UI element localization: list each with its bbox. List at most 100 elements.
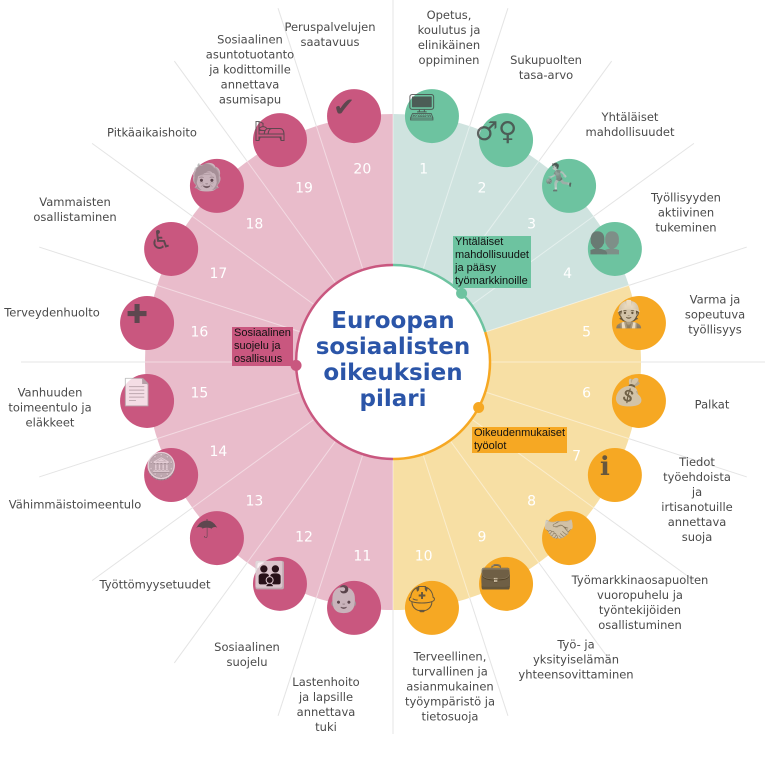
divider-line	[628, 438, 747, 478]
divider-line	[277, 8, 317, 127]
inner-divider-line	[246, 161, 337, 284]
divider-line	[593, 142, 695, 217]
principle-number: 16	[190, 324, 208, 340]
principle-number: 17	[209, 266, 227, 282]
divider-line	[628, 246, 747, 286]
principle-label-7: Tiedot työehdoista ja irtisanotuille ann…	[661, 455, 733, 544]
diagram-title: Euroopan sosiaalisten oikeuksien pilari	[315, 308, 471, 412]
section-label-equal-opportunities: Yhtäläiset mahdollisuudet ja pääsy työma…	[453, 236, 531, 288]
principle-circle-1	[404, 89, 459, 144]
principle-circle-17	[144, 221, 199, 276]
principle-label-2: Sukupuolten tasa-arvo	[510, 53, 582, 82]
divider-line	[173, 562, 248, 664]
principle-number: 13	[245, 494, 263, 510]
principle-label-17: Vammaisten osallistaminen	[33, 195, 117, 224]
principle-circle-20	[327, 89, 382, 144]
principle-number: 4	[563, 266, 572, 282]
principle-label-18: Pitkäaikaishoito	[107, 125, 197, 140]
inner-divider-line	[422, 125, 471, 270]
hand-check-icon: ✔	[333, 93, 355, 124]
section-dot	[473, 402, 485, 414]
family-hand-icon: 👪	[253, 560, 287, 591]
section-dot	[456, 287, 468, 299]
inner-divider-line	[192, 215, 315, 306]
divider-line	[39, 246, 158, 286]
inner-divider-line	[315, 454, 364, 599]
safety-worker-icon: ⛑	[405, 584, 439, 615]
principle-label-3: Yhtäläiset mahdollisuudet	[585, 110, 675, 139]
principle-number: 15	[190, 386, 208, 402]
inner-divider-line	[246, 440, 337, 563]
gender-equality-icon: ♂♀	[474, 117, 518, 148]
principle-circle-3	[542, 158, 597, 213]
principle-label-1: Opetus, koulutus ja elinikäinen oppimine…	[417, 8, 481, 67]
coins-growth-icon: 💰	[612, 377, 646, 408]
principle-number: 3	[527, 216, 536, 232]
principle-label-8: Työmarkkinaosapuolten vuoropuhelu ja työ…	[571, 573, 709, 632]
principle-label-15: Vanhuuden toimeentulo ja eläkkeet	[8, 385, 92, 430]
helping-up-stairs-icon: ⛹	[542, 162, 576, 193]
principle-label-13: Työttömyysetuudet	[99, 577, 211, 592]
principle-circle-2	[479, 113, 534, 168]
inner-divider-line	[422, 454, 471, 599]
divider-line	[277, 597, 317, 716]
graduation-screen-icon: 🖥	[405, 93, 439, 124]
principle-label-5: Varma ja sopeutuva työllisyys	[684, 292, 746, 337]
principle-number: 9	[478, 530, 487, 546]
divider-line	[173, 60, 248, 162]
hand-coins-icon: 🪙	[144, 452, 178, 483]
presentation-icon: 👥	[588, 225, 622, 256]
section-label-text: Yhtäläiset mahdollisuudet ja pääsy työma…	[453, 236, 531, 288]
principle-number: 12	[295, 530, 313, 546]
section-label-social-protection: Sosiaalinen suojelu ja osallisuus	[232, 327, 293, 366]
principle-circle-13	[189, 511, 244, 566]
divider-line	[91, 507, 193, 582]
section-dot	[290, 359, 302, 371]
elderly-care-icon: 🧓	[190, 162, 224, 193]
principle-circle-8	[542, 511, 597, 566]
principle-number: 5	[582, 324, 591, 340]
principle-number: 11	[353, 549, 371, 565]
principle-circle-16	[120, 296, 175, 351]
principle-circle-18	[189, 158, 244, 213]
umbrella-people-icon: ☂	[195, 515, 219, 546]
section-label-fair-working-conditions: Oikeudenmukaiset työolot	[472, 427, 568, 453]
principle-label-6: Palkat	[694, 397, 730, 412]
section-label-text: Oikeudenmukaiset työolot	[472, 427, 568, 453]
principle-circle-7	[587, 448, 642, 503]
principle-circle-12	[252, 556, 307, 611]
divider-line	[538, 60, 613, 162]
inner-divider-line	[449, 440, 540, 563]
divider-line	[469, 597, 509, 716]
divider-line	[39, 438, 158, 478]
principle-number: 6	[582, 386, 591, 402]
principle-label-9: Työ- ja yksityiselämän yhteensovittamine…	[518, 637, 634, 682]
inner-divider-line	[156, 391, 301, 440]
child-care-icon: 👶	[327, 584, 361, 615]
center-circle	[296, 265, 490, 459]
arc-teal	[392, 263, 487, 333]
principle-label-11: Lastenhoito ja lapsille annettava tuki	[292, 675, 360, 734]
principle-number: 19	[295, 180, 313, 196]
divider-line	[91, 142, 193, 217]
principle-label-16: Terveydenhuolto	[4, 305, 100, 320]
pension-document-icon: 📄	[120, 377, 154, 408]
principle-number: 7	[572, 449, 581, 465]
principle-label-14: Vähimmäistoimeentulo	[8, 497, 142, 512]
principle-number: 8	[527, 494, 536, 510]
inner-divider-line	[192, 418, 315, 509]
principle-label-4: Työllisyyden aktiivinen tukeminen	[651, 190, 721, 235]
principle-number: 2	[478, 180, 487, 196]
first-aid-kit-icon: ✚	[126, 300, 148, 331]
divider-line	[538, 562, 613, 664]
inner-divider-line	[485, 391, 630, 440]
work-life-icon: 💼	[479, 560, 513, 591]
arc-yellow	[392, 331, 492, 461]
info-shield-icon: ℹ	[599, 452, 610, 483]
principle-number: 18	[245, 216, 263, 232]
principle-number: 14	[209, 444, 227, 460]
bed-shelter-icon: 🛏	[253, 117, 287, 148]
principle-circle-6	[611, 373, 666, 428]
principle-circle-10	[404, 580, 459, 635]
principle-label-20: Peruspalvelujen saatavuus	[284, 20, 376, 49]
